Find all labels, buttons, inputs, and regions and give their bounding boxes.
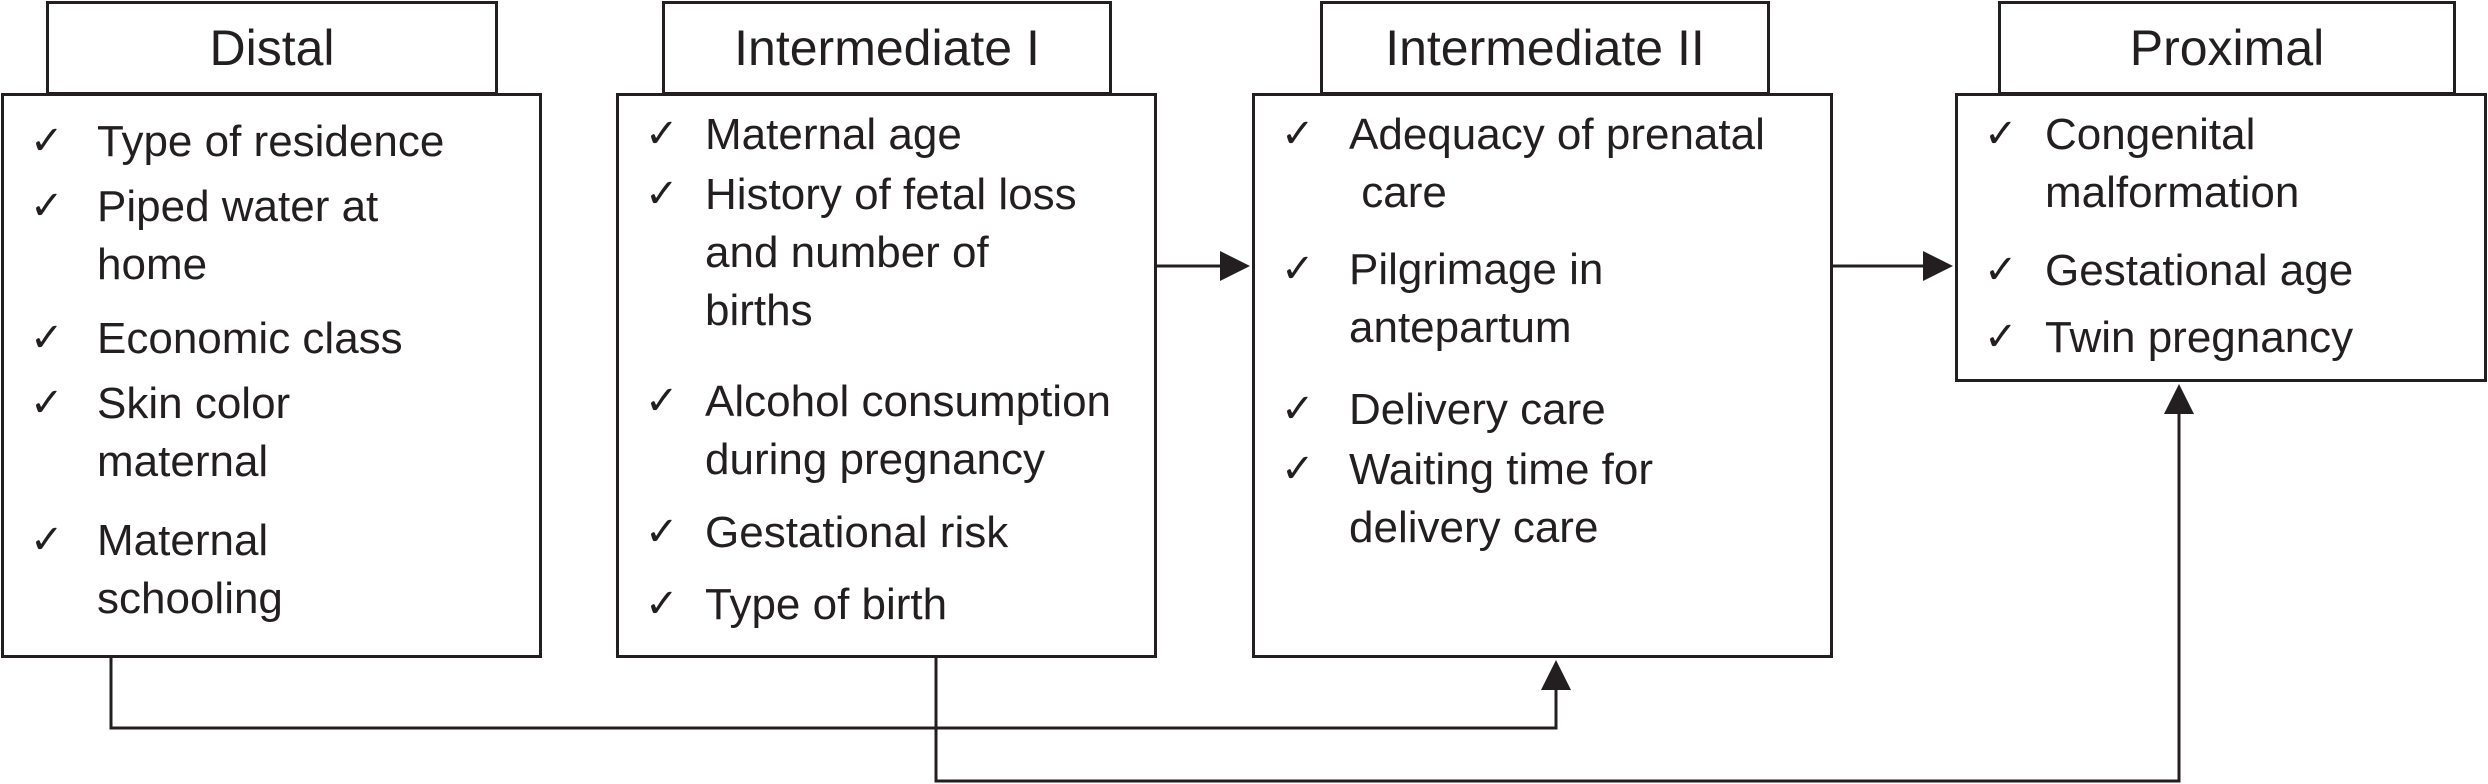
intermediate-ii-item-delivery-care: Delivery care: [1349, 385, 1606, 434]
check-icon: ✓: [30, 518, 64, 562]
proximal-header: Proximal: [1998, 1, 2456, 95]
distal-header: Distal: [46, 1, 498, 95]
check-icon: ✓: [645, 510, 679, 554]
check-icon: ✓: [645, 172, 679, 216]
arrow-intermediate-i-to-proximal: [934, 384, 2194, 783]
intermediate-i-item-type-of-birth: Type of birth: [705, 580, 948, 629]
check-icon: ✓: [1281, 247, 1315, 291]
intermediate-ii-header: Intermediate II: [1320, 1, 1770, 95]
check-icon: ✓: [30, 381, 64, 425]
check-icon: ✓: [645, 379, 679, 423]
proximal-item-gestational-age: Gestational age: [2045, 246, 2354, 295]
check-icon: ✓: [1984, 315, 2018, 359]
proximal-item-twin-pregnancy: Twin pregnancy: [2045, 313, 2354, 362]
check-icon: ✓: [1984, 248, 2018, 292]
check-icon: ✓: [1281, 112, 1315, 156]
check-icon: ✓: [1984, 112, 2018, 156]
check-icon: ✓: [30, 119, 64, 163]
intermediate-ii-title: Intermediate II: [1385, 20, 1705, 76]
intermediate-ii-box: ✓ Adequacy of prenatal care ✓ Pilgrimage…: [1252, 93, 1833, 658]
distal-item-economic-class: Economic class: [97, 314, 403, 363]
check-icon: ✓: [30, 184, 64, 228]
intermediate-i-item-gestational-risk: Gestational risk: [705, 508, 1009, 557]
check-icon: ✓: [1281, 387, 1315, 431]
check-icon: ✓: [30, 316, 64, 360]
check-icon: ✓: [645, 582, 679, 626]
distal-item-type-of-residence: Type of residence: [97, 117, 445, 166]
distal-title: Distal: [209, 20, 335, 76]
check-icon: ✓: [1281, 447, 1315, 491]
intermediate-ii-item-prenatal-care: Adequacy of prenatal care: [1349, 110, 1765, 217]
intermediate-i-item-maternal-age: Maternal age: [705, 110, 962, 159]
intermediate-i-title: Intermediate I: [734, 20, 1040, 76]
arrow-distal-to-intermediate-ii: [109, 658, 1571, 730]
check-icon: ✓: [645, 112, 679, 156]
proximal-title: Proximal: [2129, 20, 2325, 76]
